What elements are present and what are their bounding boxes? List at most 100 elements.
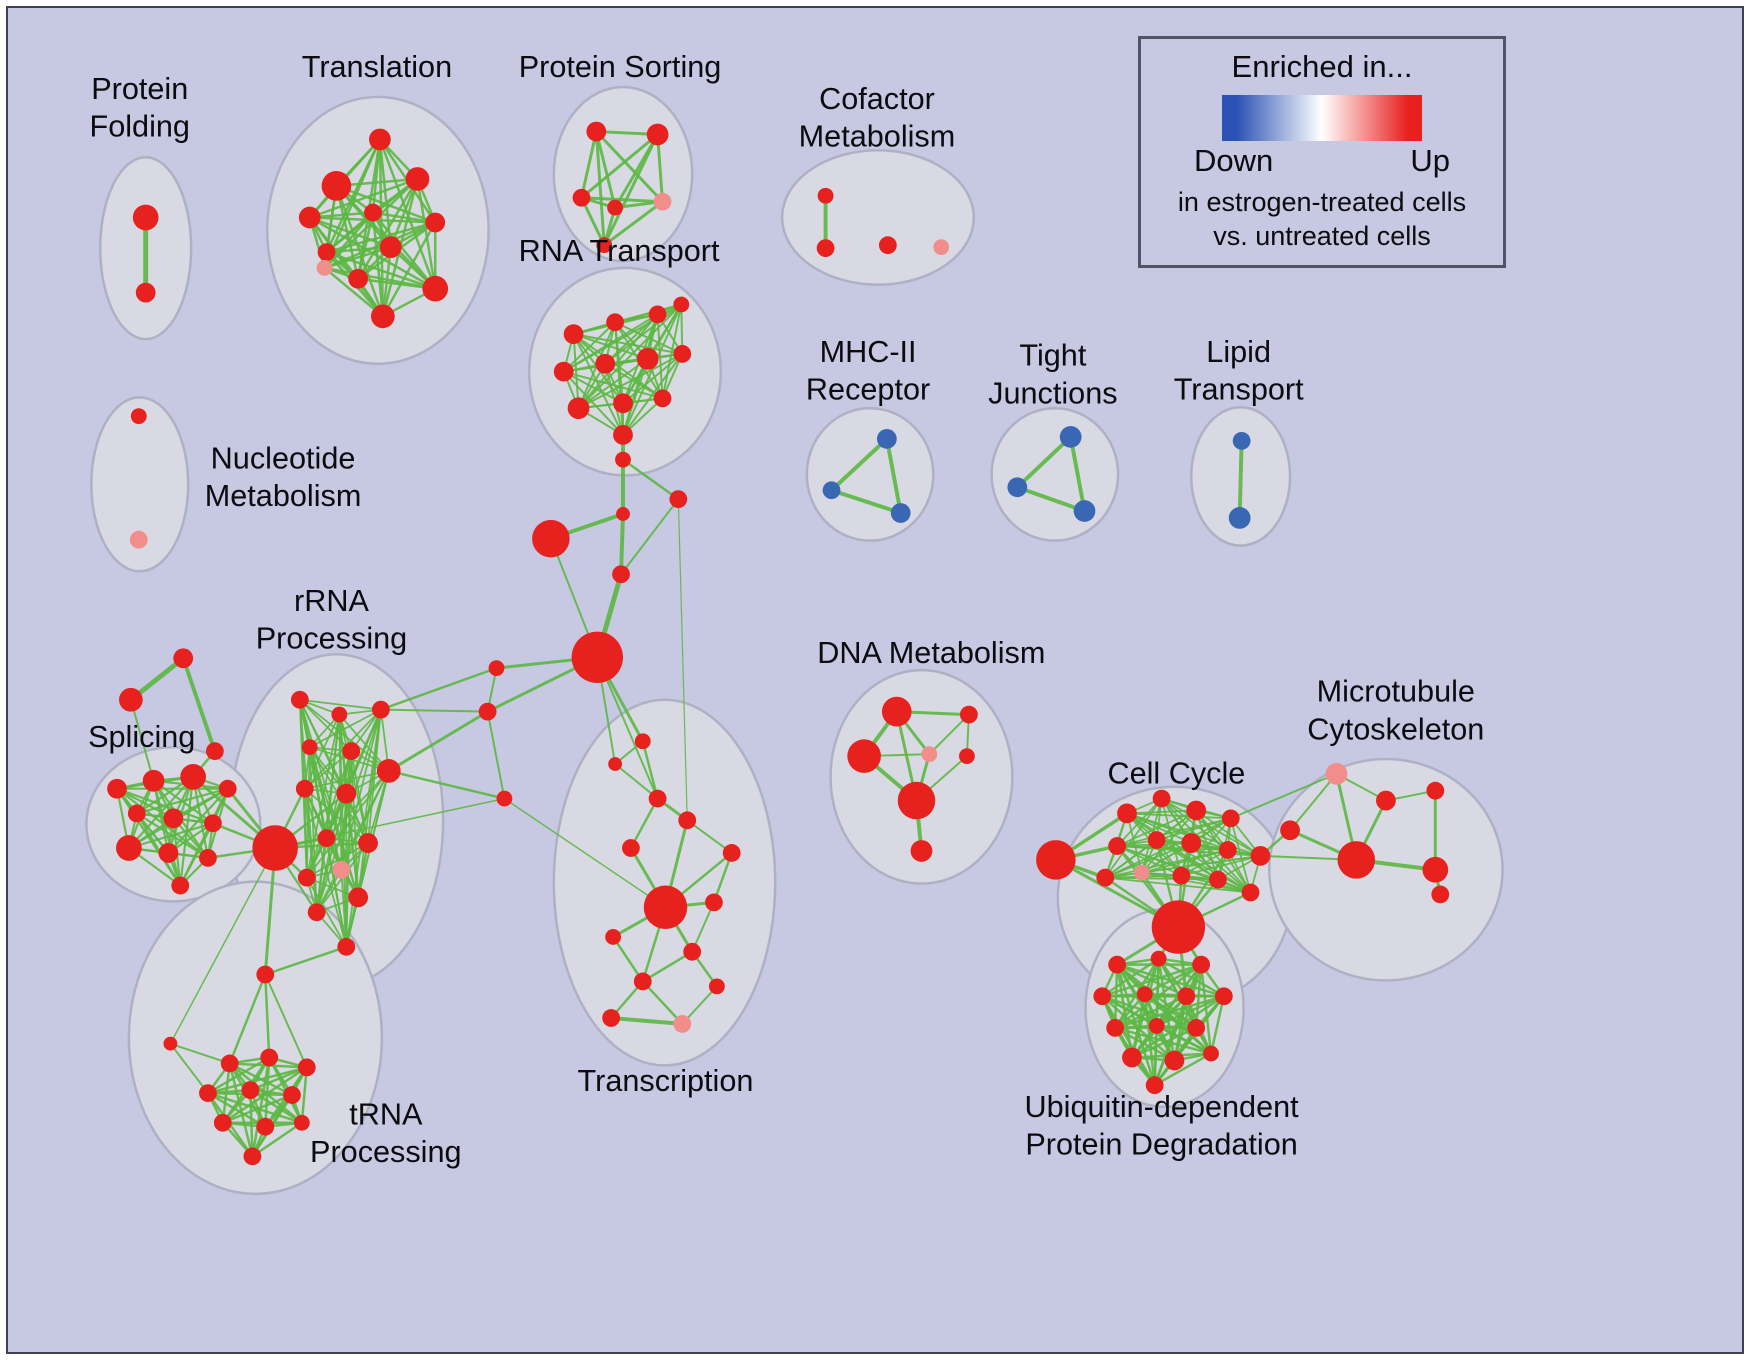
graph-node [959,705,978,724]
graph-node [425,212,446,233]
graph-node [130,408,147,425]
graph-edge [181,656,217,754]
graph-node [297,1058,316,1077]
graph-node [1232,431,1251,450]
graph-edge [387,769,506,800]
graph-edge [325,837,348,948]
graph-node [478,702,497,721]
graph-node [1148,1017,1165,1034]
cluster-ellipse [780,149,976,286]
graph-edge [206,1066,308,1095]
graph-edge [315,837,328,914]
graph-node [636,347,659,370]
graph-edge [228,973,267,1065]
graph-node [1059,426,1082,448]
graph-edge [928,713,970,756]
graph-node [959,748,975,764]
graph-edge [621,458,680,501]
graph-node [205,742,224,761]
graph-node [371,700,390,719]
graph-node [317,243,336,261]
graph-node [173,648,194,669]
graph-node [336,783,357,804]
graph-node [301,739,318,756]
graph-edge [1190,842,1252,894]
graph-node [612,565,630,584]
graph-node [213,1113,232,1132]
graph-node [532,519,570,558]
legend-caption-line1: in estrogen-treated cells [1177,187,1467,217]
graph-node [571,631,623,683]
graph-node [563,324,584,344]
graph-edge [308,708,382,749]
graph-node [708,978,725,995]
graph-edge [641,740,659,800]
graph-node [910,840,933,862]
graph-edge [325,211,375,254]
graph-node [1186,800,1207,821]
graph-node [1181,833,1202,853]
graph-node [648,305,667,324]
graph-node [135,282,156,303]
graph-node [673,344,692,363]
legend-gradient-bar [1222,95,1422,141]
graph-node [653,192,672,211]
graph-edge [315,750,353,914]
graph-edge [325,770,390,840]
graph-edge [1140,855,1262,874]
cluster-label: Cell Cycle [1107,757,1245,791]
graph-edge [371,211,437,224]
graph-edge [1143,993,1213,1055]
graph-node [595,353,616,374]
graph-edge [1116,797,1163,847]
graph-node [163,1036,178,1051]
graph-edge [303,770,390,790]
graph-edge [371,211,437,290]
graph-edge [884,436,903,515]
graph-node [1133,864,1150,881]
graph-edge [622,352,684,436]
graph-edge [622,352,684,405]
graph-node [1214,987,1233,1006]
graph-edge [577,303,683,410]
graph-node [332,860,351,879]
graph-node [1426,781,1445,800]
graph-node [132,204,159,231]
graph-node [1150,950,1167,967]
cluster-ellipse [805,407,935,542]
graph-edge [691,901,715,953]
graph-edge [829,488,903,515]
graph-edge [379,666,498,711]
graph-node [567,397,590,420]
graph-edge [656,133,665,204]
graph-node [307,903,326,922]
graph-edge [1130,1026,1198,1059]
graph-edge [641,950,694,983]
graph-node [283,1086,301,1104]
graph-node [376,759,401,783]
graph-edge [562,370,664,400]
graph-edge [1143,993,1156,1087]
graph-node [256,965,275,984]
graph-edge [303,787,308,879]
graph-edge [305,750,353,879]
graph-node [1203,1045,1219,1062]
graph-edge [350,750,360,899]
graph-node [606,313,624,332]
graph-edge [335,184,385,318]
graph-edge [169,1042,231,1065]
legend-down-label: Down [1194,143,1274,178]
graph-node [572,188,591,207]
graph-node [1136,986,1153,1003]
graph-edge [206,1091,304,1124]
graph-node [586,121,607,142]
graph-node [1164,1050,1185,1071]
graph-edge [308,177,419,219]
graph-node [1177,987,1196,1006]
